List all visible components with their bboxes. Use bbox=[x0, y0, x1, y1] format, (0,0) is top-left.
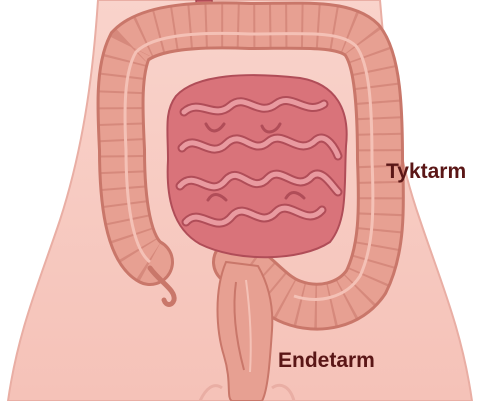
label-tyktarm: Tyktarm bbox=[386, 160, 466, 184]
small-intestine bbox=[167, 75, 346, 257]
label-endetarm: Endetarm bbox=[278, 349, 375, 373]
